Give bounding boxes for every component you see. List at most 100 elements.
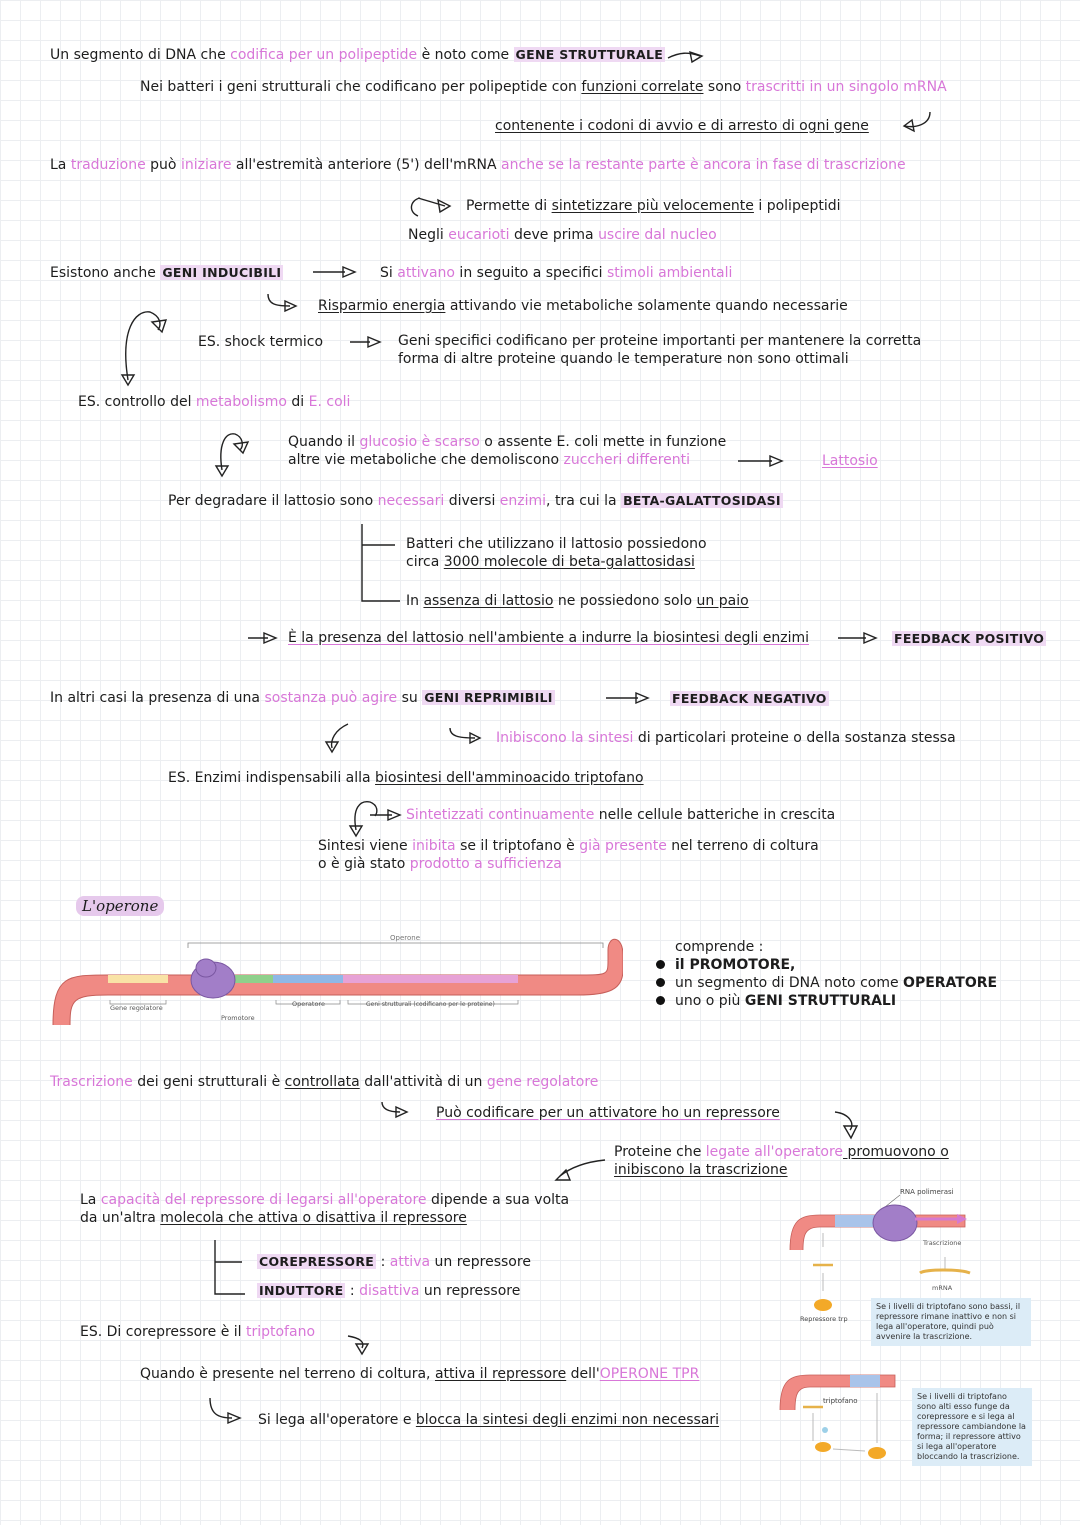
line-permette: Permette di sintetizzare più velocemente… <box>466 197 841 215</box>
text: circa <box>406 554 444 570</box>
text: La <box>50 157 71 173</box>
text: sostanza può agire <box>264 690 398 706</box>
text: codifica per un polipeptide <box>230 47 418 63</box>
text: : <box>376 1254 390 1270</box>
text: Proteine che <box>614 1144 706 1160</box>
line-risparmio: Risparmio energia attivando vie metaboli… <box>318 297 848 315</box>
text: promuovono o <box>843 1144 949 1160</box>
bullet <box>656 960 665 969</box>
line-geni-inducibili: Esistono anche GENI INDUCIBILI <box>50 264 284 282</box>
text: Sintetizzati continuamente <box>406 807 595 823</box>
list-item: uno o più GENI STRUTTURALI <box>675 992 896 1010</box>
text: blocca la sintesi degli enzimi non neces… <box>415 1412 720 1428</box>
line-glucosio: Quando il glucosio è scarso o assente E.… <box>288 433 726 469</box>
text: prodotto a sufficienza <box>409 856 562 872</box>
operatore-segment <box>273 975 343 983</box>
operatore-label: Operatore <box>292 1000 325 1008</box>
text: Si <box>380 265 398 281</box>
arrow-curve <box>904 111 931 128</box>
text: eucarioti <box>448 227 510 243</box>
arrow-curve <box>667 52 701 59</box>
text: La <box>80 1192 101 1208</box>
text: è noto come <box>417 47 514 63</box>
text: 3000 molecole di beta-galattosidasi <box>443 554 695 570</box>
line-eucarioti: Negli eucarioti deve prima uscire dal nu… <box>408 226 717 244</box>
note-high-trp: Se i livelli di triptofano sono alti ess… <box>912 1388 1032 1466</box>
line-batteri-geni: Nei batteri i geni strutturali che codif… <box>140 78 947 96</box>
text: uscire dal nucleo <box>598 227 717 243</box>
keyword: GENI REPRIMIBILI <box>422 690 555 705</box>
text: di particolari proteine o della sostanza… <box>633 730 956 746</box>
text: ES. controllo del <box>78 394 196 410</box>
text: sono <box>703 79 746 95</box>
text: biosintesi dell'amminoacido triptofano <box>375 770 644 786</box>
text: attivando vie metaboliche solamente quan… <box>445 298 848 314</box>
text: uno o più <box>675 993 745 1009</box>
text: , tra cui la <box>546 493 622 509</box>
operon-diagram: Operone Gene regolatore Promotore Operat… <box>52 934 623 1026</box>
text: OPERATORE <box>903 975 998 991</box>
text: GENI STRUTTURALI <box>744 993 897 1009</box>
note-low-trp: Se i livelli di triptofano sono bassi, i… <box>871 1298 1031 1346</box>
line-feedback-negativo: FEEDBACK NEGATIVO <box>670 690 829 708</box>
text: Lattosio <box>822 453 878 469</box>
text: nel terreno di coltura <box>666 838 819 854</box>
text: È la presenza del lattosio nell'ambiente… <box>288 630 810 646</box>
text: Può codificare per un attivatore ho un r… <box>436 1105 780 1121</box>
line-geni-specifici: Geni specifici codificano per proteine i… <box>398 332 921 368</box>
keyword: COREPRESSORE <box>257 1254 377 1269</box>
text: controllata <box>284 1074 360 1090</box>
section-title: L'operone <box>76 896 165 916</box>
line-triptofano-enzimi: ES. Enzimi indispensabili alla biosintes… <box>168 769 644 787</box>
text: ne possiedono solo <box>553 593 697 609</box>
line-presenza-lattosio: È la presenza del lattosio nell'ambiente… <box>288 629 809 647</box>
text: Esistono anche <box>50 265 161 281</box>
text: dell' <box>566 1366 600 1382</box>
text: capacità del repressore di legarsi all'o… <box>100 1192 427 1208</box>
text: forma di altre proteine quando le temper… <box>398 351 849 367</box>
text: ES. Enzimi indispensabili alla <box>168 770 376 786</box>
text: disattiva <box>359 1283 420 1299</box>
text: assenza di lattosio <box>423 593 554 609</box>
gene-regolatore-segment <box>108 975 168 983</box>
text: un segmento di DNA noto come <box>675 975 904 991</box>
text: diversi <box>444 493 500 509</box>
line-shock-termico: ES. shock termico <box>198 333 323 351</box>
line-feedback-positivo: FEEDBACK POSITIVO <box>892 630 1047 648</box>
text: dei geni strutturali è <box>132 1074 285 1090</box>
text: attivano <box>397 265 455 281</box>
text: zuccheri differenti <box>563 452 691 468</box>
text: enzimi <box>499 493 547 509</box>
list-comprende-title: comprende : <box>675 939 764 955</box>
text: su <box>397 690 423 706</box>
line-gene-strutturale: Un segmento di DNA che codifica per un p… <box>50 46 666 64</box>
text: già presente <box>579 838 667 854</box>
line-blocca-sintesi: Si lega all'operatore e blocca la sintes… <box>258 1411 719 1429</box>
text: Permette di <box>466 198 552 214</box>
text: Batteri che utilizzano il lattosio possi… <box>406 536 707 552</box>
line-sintesi-inibita: Sintesi viene inibita se il triptofano è… <box>318 837 819 873</box>
text: triptofano <box>245 1324 316 1340</box>
text: altre vie metaboliche che demoliscono <box>288 452 564 468</box>
line-batteri-lattosio: Batteri che utilizzano il lattosio possi… <box>406 535 707 571</box>
text: Risparmio energia <box>318 298 446 314</box>
line-corepressore: COREPRESSORE : attiva un repressore <box>257 1253 531 1271</box>
line-capacita-repressore: La capacità del repressore di legarsi al… <box>80 1191 569 1227</box>
bullet <box>656 996 665 1005</box>
text: se il triptofano è <box>455 838 580 854</box>
line-assenza: In assenza di lattosio ne possiedono sol… <box>406 592 749 610</box>
text: necessari <box>377 493 445 509</box>
text: metabolismo <box>195 394 287 410</box>
keyword: BETA-GALATTOSIDASI <box>621 493 783 508</box>
triptofano-label: triptofano <box>823 1397 858 1405</box>
line-ecoli: ES. controllo del metabolismo di E. coli <box>78 393 350 411</box>
keyword: GENE STRUTTURALE <box>513 47 666 62</box>
mrna-label: mRNA <box>932 1284 953 1292</box>
text: un repressore <box>430 1254 531 1270</box>
rna-polimerasi-label: RNA polimerasi <box>900 1188 954 1196</box>
text: di <box>286 394 309 410</box>
text: Geni specifici codificano per proteine i… <box>398 333 922 349</box>
line-trascrizione: Trascrizione dei geni strutturali è cont… <box>50 1073 598 1091</box>
text: in seguito a specifici <box>454 265 607 281</box>
